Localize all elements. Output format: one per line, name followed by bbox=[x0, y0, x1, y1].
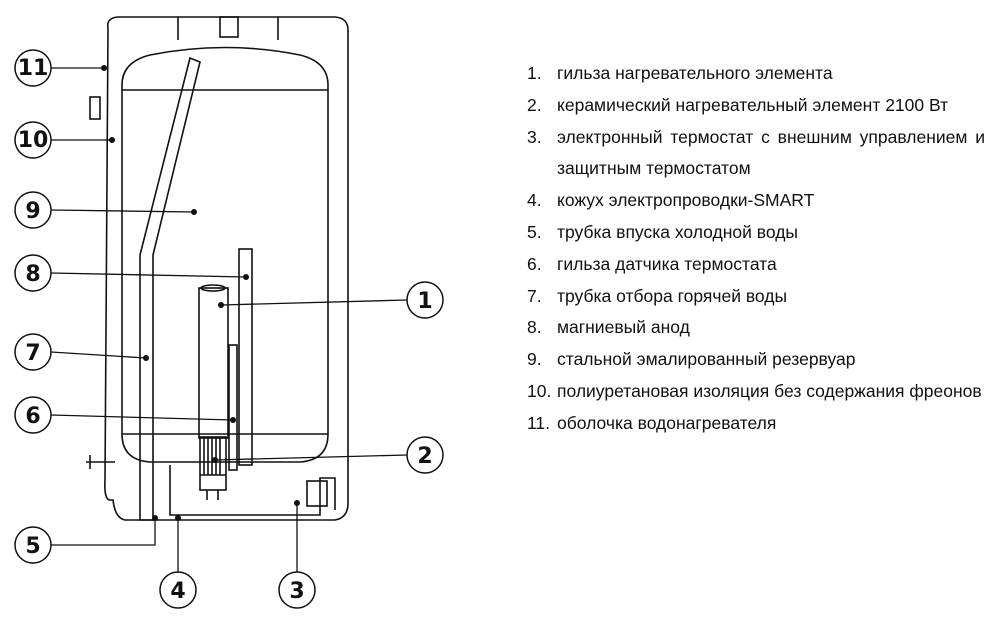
callout-label: 3 bbox=[289, 579, 304, 604]
legend-number: 11. bbox=[527, 412, 551, 433]
heater-sleeve-cap bbox=[200, 284, 226, 292]
legend-item: 10.полиуретановая изоляция без содержани… bbox=[527, 376, 985, 408]
legend-item: 2. керамический нагревательный элемент 21… bbox=[527, 90, 985, 122]
top-fitting bbox=[219, 16, 239, 38]
legend-text: полиуретановая изоляция без содержания ф… bbox=[557, 380, 982, 401]
callout-label: 9 bbox=[25, 199, 40, 224]
outer-shell bbox=[104, 16, 349, 521]
callout-label: 2 bbox=[417, 444, 432, 469]
callout-6: 6 bbox=[14, 396, 52, 434]
anode bbox=[238, 248, 253, 466]
side-indicator bbox=[89, 96, 101, 120]
heating-element-terminals bbox=[206, 490, 219, 500]
legend-number: 2. bbox=[527, 94, 542, 115]
legend-item: 5. трубка впуска холодной воды bbox=[527, 217, 985, 249]
leader-lines bbox=[50, 67, 408, 572]
legend-number: 1. bbox=[527, 63, 542, 83]
valve bbox=[86, 455, 115, 469]
legend-text: керамический нагревательный элемент 2100… bbox=[557, 94, 949, 115]
callout-8: 8 bbox=[14, 254, 52, 292]
heating-element bbox=[199, 436, 227, 491]
legend-text: оболочка водонагревателя bbox=[557, 412, 777, 433]
callouts: 1 2 3 4 5 6 7 8 9 10 11 bbox=[14, 49, 444, 609]
callout-2: 2 bbox=[406, 436, 444, 474]
legend-item: 9. стальной эмалированный резервуар bbox=[527, 344, 985, 376]
top-cover-lines bbox=[177, 17, 279, 40]
legend-item: 4. кожух электропроводки-SMART bbox=[527, 185, 985, 217]
callout-label: 10 bbox=[18, 128, 49, 153]
terminal-box bbox=[306, 480, 328, 507]
legend-item: 3. электронный термостат с внешним управл… bbox=[527, 122, 985, 186]
callout-label: 4 bbox=[170, 579, 185, 604]
callout-4: 4 bbox=[159, 571, 197, 609]
callout-label: 7 bbox=[25, 341, 40, 366]
callout-11: 11 bbox=[14, 49, 52, 87]
legend-item: 11. оболочка водонагревателя bbox=[527, 408, 985, 440]
bottom-compartment bbox=[169, 465, 336, 516]
legend-list: 1. гильза нагревательного элемента 2. кера… bbox=[527, 58, 985, 440]
callout-label: 8 bbox=[25, 262, 40, 287]
tank-seams bbox=[122, 89, 328, 435]
callout-7: 7 bbox=[14, 333, 52, 371]
legend-text: кожух электропроводки-SMART bbox=[557, 190, 815, 211]
legend-number: 6. bbox=[527, 253, 542, 274]
callout-3: 3 bbox=[278, 571, 316, 609]
legend-number: 8. bbox=[527, 317, 542, 338]
callout-label: 11 bbox=[18, 56, 49, 81]
heater-sleeve bbox=[198, 287, 229, 439]
legend-text: гильза датчика термостата bbox=[557, 253, 777, 274]
callout-5: 5 bbox=[14, 526, 52, 564]
callout-label: 5 bbox=[25, 534, 40, 559]
legend-text: трубка впуска холодной воды bbox=[557, 221, 799, 242]
leader-dots bbox=[101, 65, 300, 521]
legend-item: 8. магниевый анод bbox=[527, 312, 985, 344]
thermostat-sleeve bbox=[228, 344, 238, 471]
legend-number: 9. bbox=[527, 349, 542, 370]
legend-text: трубка отбора горячей воды bbox=[557, 285, 788, 306]
callout-1: 1 bbox=[406, 281, 444, 319]
hot-water-pipe bbox=[139, 56, 201, 521]
tank bbox=[121, 46, 329, 463]
legend-number: 10. bbox=[527, 380, 552, 401]
legend-text: гильза нагревательного элемента bbox=[557, 63, 833, 83]
callout-label: 1 bbox=[417, 289, 432, 314]
legend-text: электронный термостат с внешним управлен… bbox=[557, 126, 985, 179]
legend-item: 7. трубка отбора горячей воды bbox=[527, 281, 985, 313]
callout-label: 6 bbox=[25, 404, 40, 429]
callout-9: 9 bbox=[14, 191, 52, 229]
legend-text: магниевый анод bbox=[557, 317, 690, 338]
legend-text: стальной эмалированный резервуар bbox=[557, 349, 856, 370]
legend-item: 1. гильза нагревательного элемента bbox=[527, 58, 985, 90]
heating-element-ribs bbox=[200, 437, 226, 476]
legend-number: 4. bbox=[527, 190, 542, 211]
legend-item: 6. гильза датчика термостата bbox=[527, 249, 985, 281]
legend-number: 7. bbox=[527, 285, 542, 306]
callout-10: 10 bbox=[14, 121, 52, 159]
legend-number: 3. bbox=[527, 126, 542, 147]
legend-number: 5. bbox=[527, 221, 542, 242]
